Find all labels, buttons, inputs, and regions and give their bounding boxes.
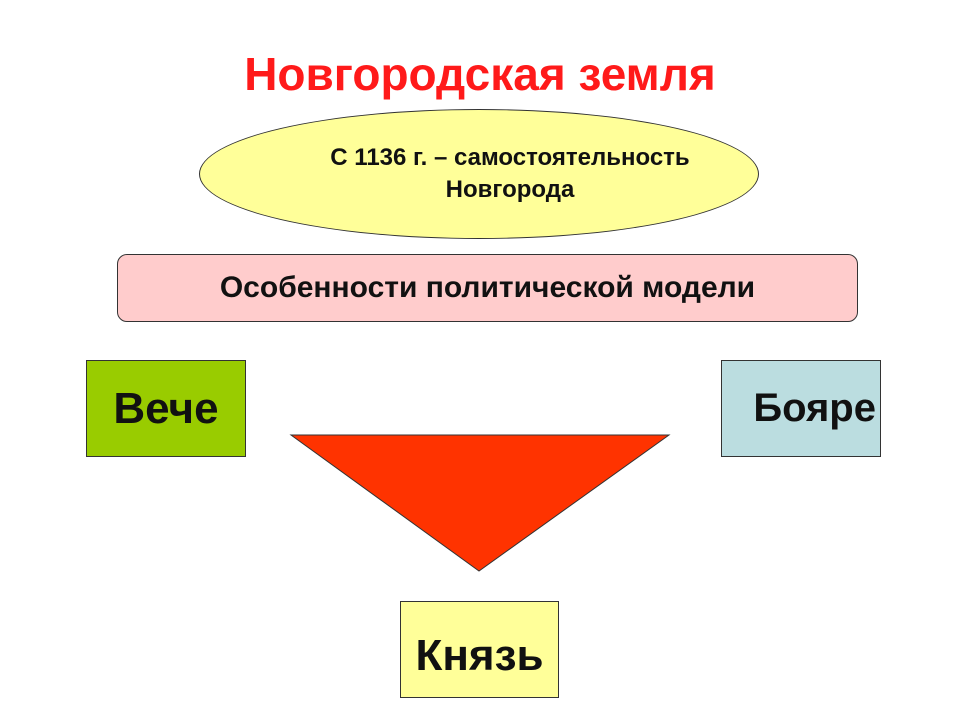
independence-line-1: С 1136 г. – самостоятельность: [330, 144, 690, 171]
boyare-box: Бояре: [721, 360, 881, 457]
power-triangle-shape: [289, 434, 671, 572]
independence-ellipse: [199, 109, 759, 239]
veche-label: Вече: [113, 383, 219, 433]
political-model-label: Особенности политической модели: [219, 271, 756, 304]
knyaz-box: Князь: [400, 601, 559, 698]
independence-line-2: Новгорода: [445, 176, 575, 203]
boyare-label: Бояре: [753, 386, 876, 430]
independence-text: С 1136 г. – самостоятельность Новгорода: [230, 142, 790, 206]
political-model-box: Особенности политической модели: [117, 254, 858, 322]
veche-box: Вече: [86, 360, 246, 457]
page-title: Новгородская земля: [244, 48, 716, 100]
knyaz-label: Князь: [415, 630, 544, 680]
